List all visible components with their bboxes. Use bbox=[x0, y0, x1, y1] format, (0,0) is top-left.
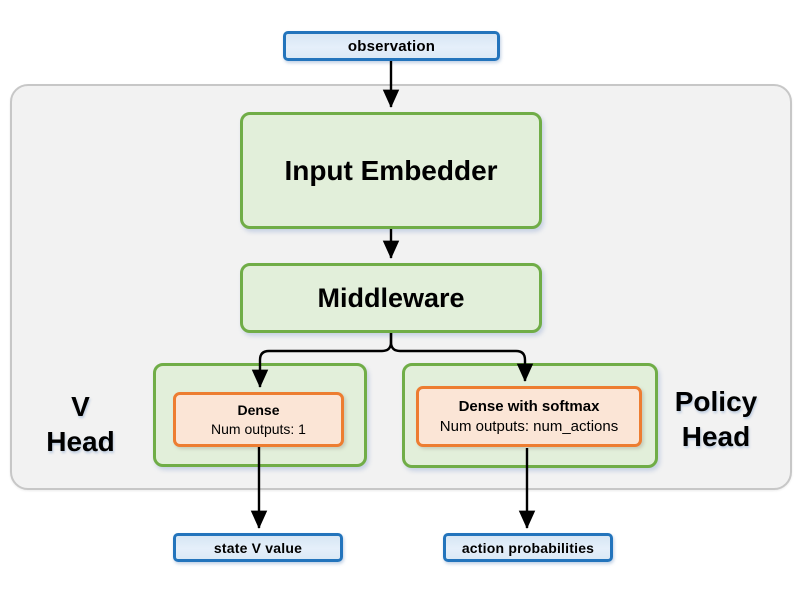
policy-dense-subtitle: Num outputs: num_actions bbox=[439, 417, 619, 435]
input-embedder-node: Input Embedder bbox=[240, 112, 542, 229]
policy-head-label: Policy Head bbox=[660, 384, 772, 454]
input-embedder-label: Input Embedder bbox=[284, 154, 498, 186]
policy-head-dense-node: Dense with softmax Num outputs: num_acti… bbox=[416, 386, 642, 447]
state-v-value-label: state V value bbox=[213, 539, 303, 556]
v-head-label-line1: V bbox=[71, 391, 90, 422]
v-dense-subtitle: Num outputs: 1 bbox=[211, 420, 306, 437]
v-head-label-line2: Head bbox=[46, 426, 115, 457]
v-dense-title: Dense bbox=[237, 402, 280, 419]
action-probabilities-label: action probabilities bbox=[461, 539, 595, 556]
policy-head-label-line2: Head bbox=[681, 421, 751, 452]
observation-node: observation bbox=[283, 31, 500, 61]
v-head-label: V Head bbox=[28, 389, 133, 459]
policy-dense-title: Dense with softmax bbox=[458, 397, 600, 415]
state-v-value-node: state V value bbox=[173, 533, 343, 562]
action-probabilities-node: action probabilities bbox=[443, 533, 613, 562]
middleware-node: Middleware bbox=[240, 263, 542, 333]
policy-head-label-line1: Policy bbox=[674, 386, 758, 417]
v-head-dense-node: Dense Num outputs: 1 bbox=[173, 392, 344, 447]
middleware-label: Middleware bbox=[317, 282, 465, 313]
observation-label: observation bbox=[347, 37, 436, 55]
